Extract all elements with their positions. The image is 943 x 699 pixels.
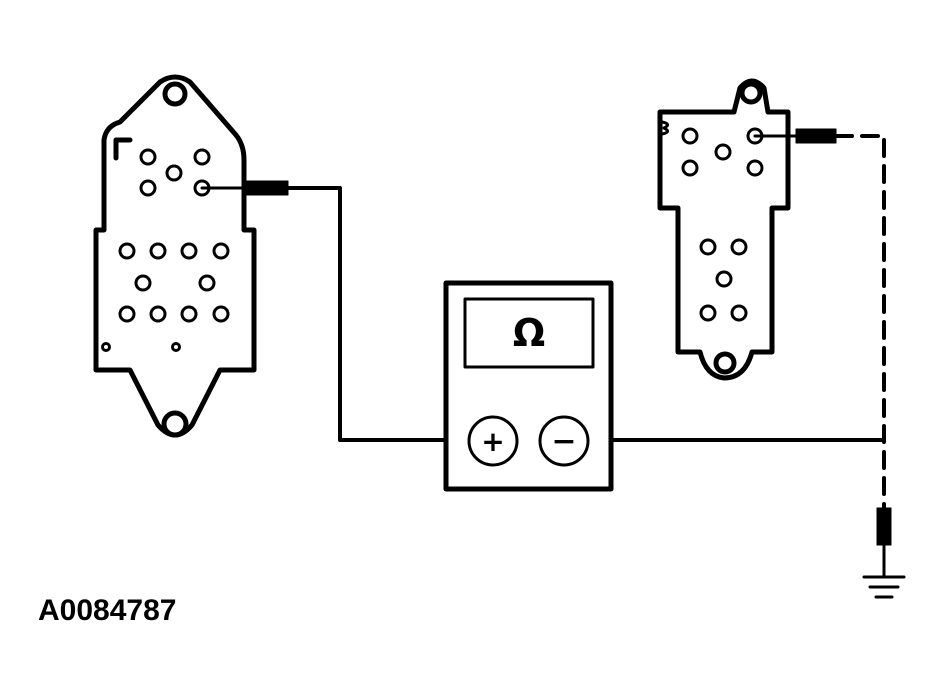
ground-connection: [862, 507, 906, 599]
meter-display: [463, 297, 595, 369]
pin: [681, 127, 699, 145]
dashed-lead: [834, 134, 886, 512]
ohm-symbol: Ω: [513, 311, 545, 355]
pin: [180, 305, 198, 323]
figure-id: A0084787: [38, 594, 176, 627]
negative-terminal: [538, 415, 590, 467]
pin: [118, 242, 136, 260]
left-connector-outline: [93, 74, 257, 438]
right-top-hole: [739, 81, 763, 105]
positive-terminal-label: +: [481, 425, 504, 458]
pin: [730, 238, 748, 256]
pin: [180, 242, 198, 260]
pin: [134, 274, 152, 292]
right-bottom-hole: [713, 351, 737, 375]
left-top-hole: [162, 81, 188, 107]
right-key-mark: [660, 120, 669, 136]
left-terminal-pins: [101, 148, 230, 352]
pin-small: [171, 342, 181, 352]
pin: [212, 242, 230, 260]
pin: [730, 304, 748, 322]
pin: [149, 305, 167, 323]
positive-probe-tip: [245, 180, 289, 196]
pin: [118, 305, 136, 323]
negative-test-lead: [586, 128, 886, 512]
right-connector: [657, 78, 791, 381]
pin-small: [101, 342, 111, 352]
right-terminal-pins: [681, 127, 764, 322]
pin: [714, 143, 732, 161]
negative-probe-tip: [795, 128, 837, 144]
pin: [139, 148, 157, 166]
pin: [746, 159, 764, 177]
left-key-mark: [113, 137, 133, 161]
pin: [699, 304, 717, 322]
pin: [193, 148, 211, 166]
positive-test-lead: [200, 180, 472, 442]
pin: [699, 238, 717, 256]
pin: [139, 179, 157, 197]
pin: [165, 164, 183, 182]
negative-terminal-label: −: [551, 424, 576, 459]
positive-terminal: [467, 415, 519, 467]
pin: [681, 159, 699, 177]
pin: [149, 242, 167, 260]
left-bottom-hole: [161, 410, 189, 438]
right-connector-outline: [657, 78, 791, 381]
left-connector: [93, 74, 257, 438]
pin: [715, 270, 733, 288]
pin: [212, 305, 230, 323]
ohmmeter: [443, 280, 614, 492]
pin: [198, 274, 216, 292]
ground-probe: [876, 507, 892, 546]
